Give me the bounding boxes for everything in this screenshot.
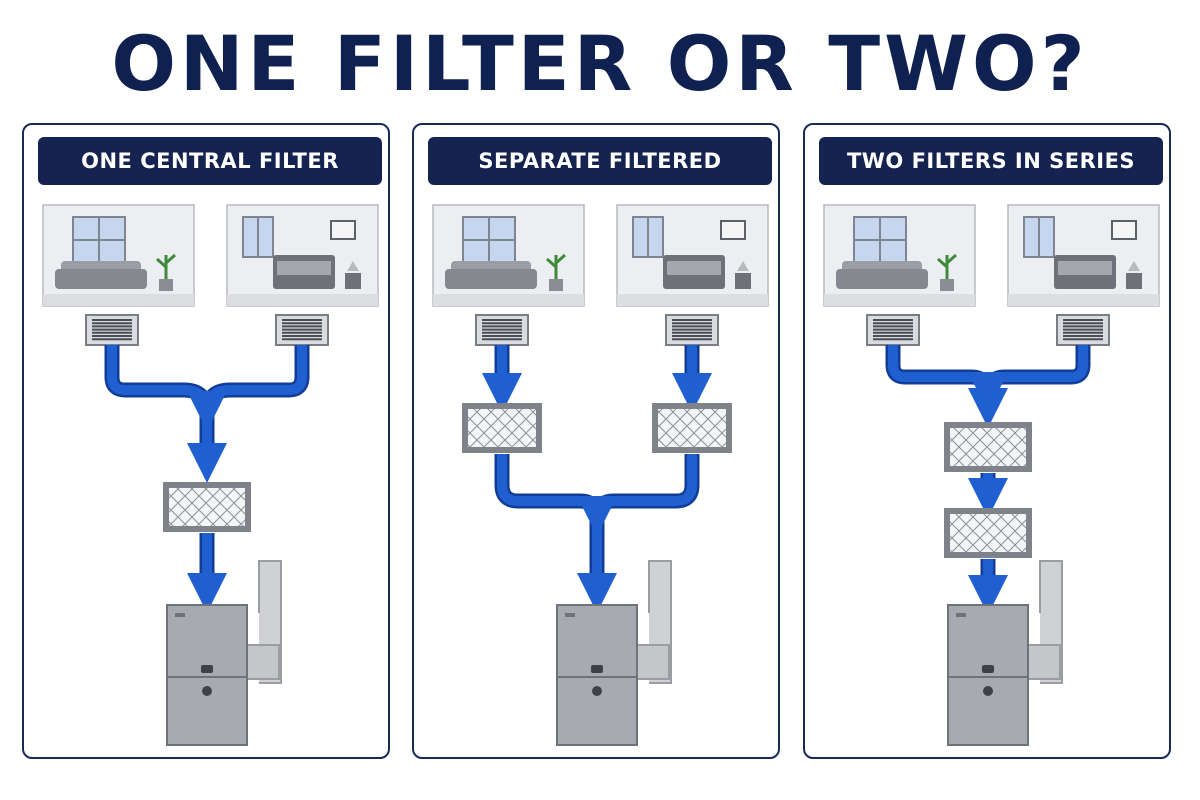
airflow-duct bbox=[968, 345, 1088, 412]
nightstand-icon bbox=[345, 273, 361, 289]
return-grille-icon bbox=[665, 314, 719, 346]
furnace-icon bbox=[166, 560, 282, 746]
panel-header: ONE CENTRAL FILTER bbox=[38, 137, 382, 185]
panel-separate-filtered-returns: SEPARATE FILTERED RETURNS bbox=[412, 123, 780, 759]
bedroom-icon bbox=[226, 204, 379, 307]
airflow-duct bbox=[888, 345, 1008, 428]
panel-one-central-filter: ONE CENTRAL FILTER bbox=[22, 123, 390, 759]
lamp-icon bbox=[347, 261, 359, 271]
living-room-icon bbox=[823, 204, 976, 307]
diagram-series bbox=[823, 204, 1160, 746]
plant-icon bbox=[549, 279, 563, 291]
picture-frame-icon bbox=[1111, 220, 1137, 240]
filter-icon bbox=[944, 508, 1032, 558]
return-grille-icon bbox=[475, 314, 529, 346]
panel-two-filters-in-series: TWO FILTERS IN SERIES bbox=[803, 123, 1171, 759]
airflow-duct bbox=[577, 454, 697, 536]
page-title: ONE FILTER OR TWO? bbox=[111, 19, 1089, 108]
return-grille-icon bbox=[275, 314, 329, 346]
living-room-icon bbox=[432, 204, 585, 307]
nightstand-icon bbox=[735, 273, 751, 289]
diagram-separate bbox=[432, 204, 769, 746]
airflow-duct bbox=[107, 345, 227, 483]
plant-icon bbox=[940, 279, 954, 291]
return-grille-icon bbox=[866, 314, 920, 346]
bedroom-icon bbox=[616, 204, 769, 307]
picture-frame-icon bbox=[330, 220, 356, 240]
picture-frame-icon bbox=[720, 220, 746, 240]
living-room-icon bbox=[42, 204, 195, 307]
filter-icon bbox=[652, 403, 732, 453]
diagram-central bbox=[42, 204, 379, 746]
nightstand-icon bbox=[1126, 273, 1142, 289]
furnace-icon bbox=[947, 560, 1063, 746]
furnace-icon bbox=[556, 560, 672, 746]
panel-header: TWO FILTERS IN SERIES bbox=[819, 137, 1163, 185]
airflow-duct bbox=[497, 454, 617, 613]
lamp-icon bbox=[1128, 261, 1140, 271]
filter-icon bbox=[944, 422, 1032, 472]
bedroom-icon bbox=[1007, 204, 1160, 307]
return-grille-icon bbox=[85, 314, 139, 346]
return-grille-icon bbox=[1056, 314, 1110, 346]
filter-icon bbox=[462, 403, 542, 453]
airflow-duct bbox=[187, 345, 307, 431]
plant-icon bbox=[159, 279, 173, 291]
lamp-icon bbox=[737, 261, 749, 271]
filter-icon bbox=[163, 482, 251, 532]
panel-header: SEPARATE FILTERED RETURNS bbox=[428, 137, 772, 221]
